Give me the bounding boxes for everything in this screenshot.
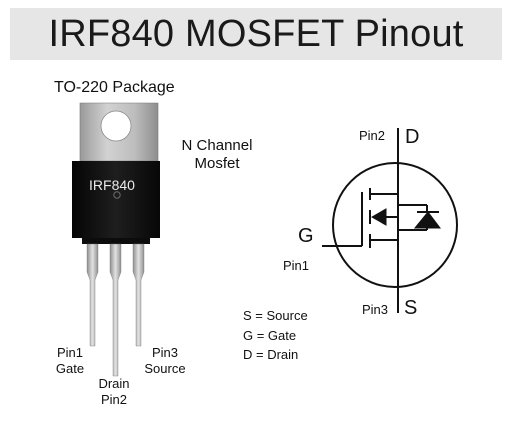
title-bar: IRF840 MOSFET Pinout	[10, 8, 502, 60]
channel-type-line-2: Mosfet	[194, 155, 240, 172]
mosfet-symbol	[322, 128, 458, 313]
pin1-label: Pin1 Gate	[50, 345, 90, 377]
drain-pin-label: Pin2	[359, 128, 385, 143]
legend-drain: D = Drain	[243, 347, 299, 362]
chip-marking: IRF840	[89, 177, 135, 193]
package-label: TO-220 Package	[54, 79, 175, 96]
pin3-label: Pin3 Source	[140, 345, 190, 377]
page-title: IRF840 MOSFET Pinout	[48, 13, 464, 55]
lead-pin2	[109, 243, 122, 377]
pin3-label-line-2: Source	[144, 361, 186, 376]
body-arrow	[370, 208, 387, 226]
gate-pin-label: Pin1	[283, 258, 309, 273]
pin1-label-line-2: Gate	[55, 361, 85, 376]
package-body	[72, 161, 160, 238]
pin3-label-line-1: Pin3	[151, 345, 179, 360]
legend-source: S = Source	[243, 308, 308, 323]
source-letter: S	[404, 297, 417, 319]
pin-legend: S = Source G = Gate D = Drain	[243, 306, 308, 365]
diode-triangle	[413, 211, 441, 229]
gate-letter: G	[298, 225, 314, 247]
pin2-label-line-1: Drain	[98, 376, 130, 391]
pin2-label-line-2: Pin2	[100, 392, 128, 407]
pin2-label: Drain Pin2	[92, 376, 136, 408]
mounting-hole	[100, 110, 132, 142]
body-dimple	[113, 191, 121, 199]
symbol-circle	[332, 162, 458, 288]
channel-type-line-1: N Channel	[181, 137, 253, 154]
drain-letter: D	[405, 126, 419, 148]
legend-gate: G = Gate	[243, 327, 297, 343]
lead-pin3	[132, 243, 145, 347]
body-shoulder	[82, 238, 150, 244]
pin1-label-line-1: Pin1	[56, 345, 84, 360]
source-pin-label: Pin3	[362, 302, 388, 317]
lead-pin1	[86, 243, 99, 347]
to220-package: IRF840	[72, 102, 160, 377]
channel-type-label: N Channel Mosfet	[172, 137, 262, 173]
